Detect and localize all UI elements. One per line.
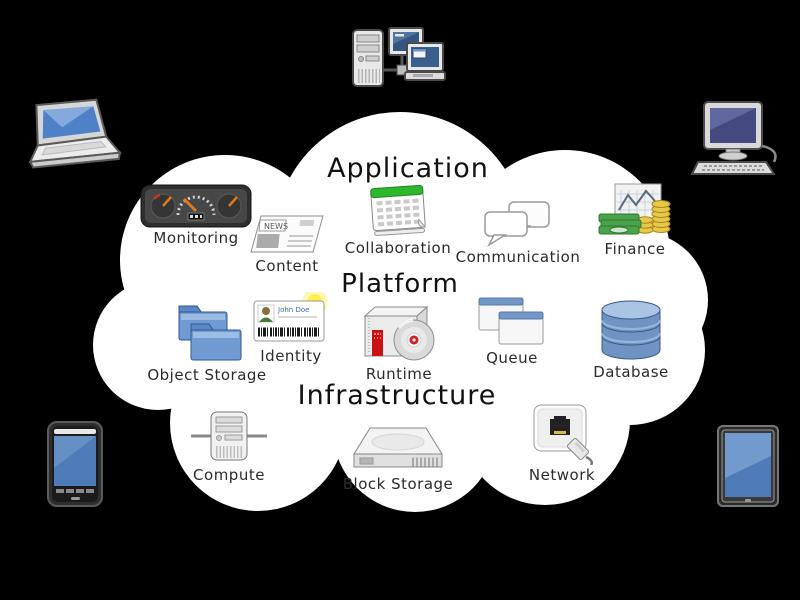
- service-communication: Communication: [453, 200, 583, 266]
- service-monitoring: Monitoring: [131, 184, 261, 247]
- service-label: Finance: [604, 240, 666, 258]
- monitoring-icon: [140, 184, 252, 228]
- layer-title-platform: Platform: [341, 269, 459, 299]
- chart-money-coins-icon: [598, 183, 671, 235]
- service-identity: John Doe Identity: [226, 292, 356, 365]
- ethernet-socket-plug-icon: [533, 404, 594, 465]
- smartphone-icon: [47, 421, 103, 507]
- device-tablet: [716, 424, 780, 508]
- service-label: Monitoring: [153, 229, 239, 247]
- id-card-icon: John Doe: [253, 292, 328, 342]
- database-cylinder-icon: [601, 300, 661, 360]
- service-label: Block Storage: [342, 475, 454, 493]
- svg-text:John Doe: John Doe: [277, 306, 309, 314]
- layer-title-application: Application: [327, 153, 489, 184]
- device-server-with-workstations: [347, 26, 447, 98]
- tablet-icon: [717, 425, 779, 507]
- device-smartphone: [46, 420, 104, 508]
- newspaper-icon: NEWS: [250, 215, 324, 253]
- service-label: Content: [255, 257, 319, 275]
- service-finance: Finance: [570, 182, 700, 258]
- hard-drive-icon: [353, 427, 443, 468]
- service-content: NEWS Content: [222, 212, 352, 275]
- server-workstations-icon: [352, 27, 446, 87]
- service-label: Communication: [455, 248, 581, 266]
- service-network: Network: [497, 403, 627, 484]
- desktop-computer-icon: [690, 101, 777, 175]
- service-label: Identity: [260, 347, 322, 365]
- laptop-icon: [28, 98, 122, 169]
- service-object-storage: Object Storage: [142, 301, 272, 384]
- calendar-icon: [370, 184, 427, 237]
- service-label: Object Storage: [147, 366, 267, 384]
- chat-bubbles-icon: [484, 201, 550, 247]
- stacked-windows-icon: [478, 297, 544, 345]
- server-tower-icon: [191, 411, 267, 461]
- layer-title-infrastructure: Infrastructure: [297, 380, 497, 411]
- software-box-with-cd-icon: [363, 305, 435, 361]
- svg-text:NEWS: NEWS: [264, 222, 288, 231]
- service-queue: Queue: [447, 296, 577, 367]
- device-laptop: [22, 94, 122, 182]
- service-compute: Compute: [164, 409, 294, 484]
- device-desktop-computer: [690, 100, 794, 180]
- service-runtime: Runtime: [334, 302, 464, 383]
- service-label: Compute: [193, 466, 265, 484]
- service-label: Network: [528, 466, 596, 484]
- service-collaboration: Collaboration: [333, 181, 463, 257]
- service-label: Collaboration: [344, 239, 452, 257]
- service-database: Database: [566, 300, 696, 381]
- blue-folders-icon: [178, 305, 242, 361]
- service-label: Queue: [486, 349, 538, 367]
- service-label: Database: [593, 363, 669, 381]
- service-block-storage: Block Storage: [333, 424, 463, 493]
- service-label: Runtime: [365, 365, 433, 383]
